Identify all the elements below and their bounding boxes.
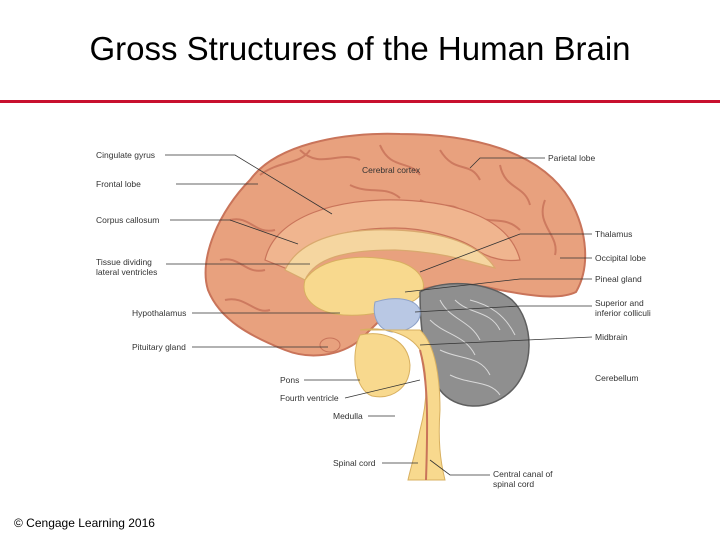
pituitary-gland	[319, 337, 341, 353]
label-pineal-gland: Pineal gland	[595, 274, 642, 284]
leader-lines	[165, 154, 593, 476]
title-divider	[0, 100, 720, 103]
corpus-callosum	[284, 229, 497, 281]
label-cerebellum: Cerebellum	[595, 373, 638, 383]
copyright-notice: © Cengage Learning 2016	[14, 516, 155, 530]
pons	[354, 333, 411, 398]
label-pituitary-gland: Pituitary gland	[132, 342, 186, 352]
central-canal	[419, 349, 429, 481]
label-pons: Pons	[280, 375, 299, 385]
label-hypothalamus: Hypothalamus	[132, 308, 186, 318]
label-cingulate-gyrus: Cingulate gyrus	[96, 150, 155, 160]
label-parietal-lobe: Parietal lobe	[548, 153, 596, 163]
label-midbrain: Midbrain	[595, 332, 628, 342]
label-corpus-callosum: Corpus callosum	[96, 215, 159, 225]
label-superior-inferior-line2: inferior colliculi	[595, 308, 651, 318]
label-occipital-lobe: Occipital lobe	[595, 253, 646, 263]
label-medulla: Medulla	[333, 411, 363, 421]
brainstem	[359, 328, 446, 481]
colliculi	[373, 298, 421, 333]
label-tissue-dividing-line1: Tissue dividing	[96, 257, 152, 267]
label-superior-inferior-line1: Superior and	[595, 298, 644, 308]
cerebellum-folia	[429, 299, 516, 396]
label-spinal-cord: Spinal cord	[333, 458, 376, 468]
label-cerebral-cortex: Cerebral cortex	[362, 165, 421, 175]
label-tissue-dividing-line2: lateral ventricles	[96, 267, 157, 277]
label-frontal-lobe: Frontal lobe	[96, 179, 141, 189]
label-central-canal-line2: spinal cord	[493, 479, 534, 489]
label-fourth-ventricle: Fourth ventricle	[280, 393, 339, 403]
label-thalamus: Thalamus	[595, 229, 632, 239]
slide-title: Gross Structures of the Human Brain	[89, 30, 631, 67]
label-central-canal-line1: Central canal of	[493, 469, 553, 479]
